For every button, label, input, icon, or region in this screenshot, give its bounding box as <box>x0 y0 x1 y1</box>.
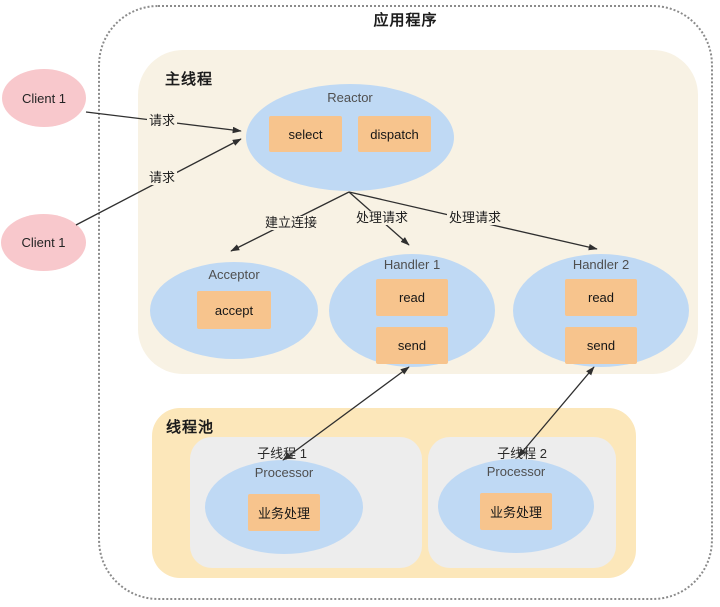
handler-2-title: Handler 2 <box>572 257 630 272</box>
handler-2-node: Handler 2 read send <box>513 254 689 367</box>
application-title: 应用程序 <box>373 12 438 29</box>
edge-label-establish-connection: 建立连接 <box>263 215 320 230</box>
client-2-node: Client 1 <box>1 214 86 271</box>
handler-2-read-box: read <box>565 279 637 316</box>
client-1-node: Client 1 <box>2 69 86 127</box>
edge-label-handle-request-2: 处理请求 <box>447 210 504 225</box>
processor-1-node: Processor 业务处理 <box>205 460 363 554</box>
main-thread-label: 主线程 <box>165 71 214 88</box>
accept-box: accept <box>197 291 271 329</box>
thread-pool-label: 线程池 <box>166 419 215 436</box>
reactor-title: Reactor <box>327 90 373 105</box>
acceptor-title: Acceptor <box>208 267 260 282</box>
handler-1-read-box: read <box>376 279 448 316</box>
edge-label-request-2: 请求 <box>147 170 178 185</box>
processor-2-title: Processor <box>486 464 546 479</box>
acceptor-node: Acceptor accept <box>150 262 318 359</box>
reactor-node: Reactor select dispatch <box>246 84 454 191</box>
handler-1-title: Handler 1 <box>383 257 441 272</box>
edge-label-request-1: 请求 <box>147 113 178 128</box>
application-boundary <box>98 5 713 600</box>
handler-1-send-box: send <box>376 327 448 364</box>
handler-1-node: Handler 1 read send <box>329 254 495 367</box>
select-box: select <box>269 116 342 152</box>
edge-label-handle-request-1: 处理请求 <box>354 210 411 225</box>
dispatch-box: dispatch <box>358 116 431 152</box>
processor-2-node: Processor 业务处理 <box>438 459 594 553</box>
client-1-label: Client 1 <box>21 90 67 106</box>
business-process-2-box: 业务处理 <box>480 493 552 530</box>
client-2-label: Client 1 <box>21 235 66 250</box>
processor-1-title: Processor <box>254 465 314 480</box>
subthread-1-label: 子线程 1 <box>257 446 307 461</box>
handler-2-send-box: send <box>565 327 637 364</box>
business-process-1-box: 业务处理 <box>248 494 320 531</box>
